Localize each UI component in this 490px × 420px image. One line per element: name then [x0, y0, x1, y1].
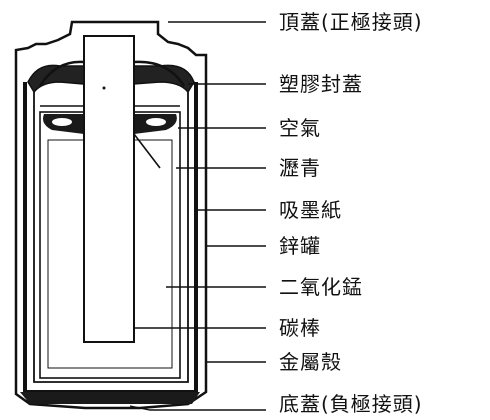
carbon-rod	[83, 35, 135, 343]
label-metal-shell: 金屬殼	[279, 350, 342, 374]
asphalt-highlight-right	[146, 118, 166, 126]
carbon-rod-dot	[102, 86, 106, 90]
label-carbon-rod: 碳棒	[279, 316, 321, 340]
leader-bottom-cap	[129, 405, 266, 411]
leader-lines	[129, 21, 266, 411]
label-air: 空氣	[279, 116, 321, 140]
label-bottom-cap: 底蓋(負極接頭)	[279, 392, 423, 416]
absorbent-paper	[33, 92, 189, 383]
plastic-seal-right	[133, 64, 195, 94]
label-manganese-dioxide: 二氧化錳	[279, 275, 363, 299]
label-absorbent-paper: 吸墨紙	[279, 198, 342, 222]
bottom-cap	[20, 392, 200, 404]
asphalt-highlight-left	[52, 118, 72, 126]
asphalt-edge	[133, 133, 161, 169]
label-top-cap: 頂蓋(正極接頭)	[279, 10, 423, 34]
seal-arch-right	[133, 60, 186, 87]
label-plastic-seal: 塑膠封蓋	[279, 72, 363, 96]
label-asphalt: 瀝青	[279, 156, 321, 180]
seal-arch-left	[38, 60, 85, 87]
label-zinc-can: 鋅罐	[279, 234, 321, 258]
